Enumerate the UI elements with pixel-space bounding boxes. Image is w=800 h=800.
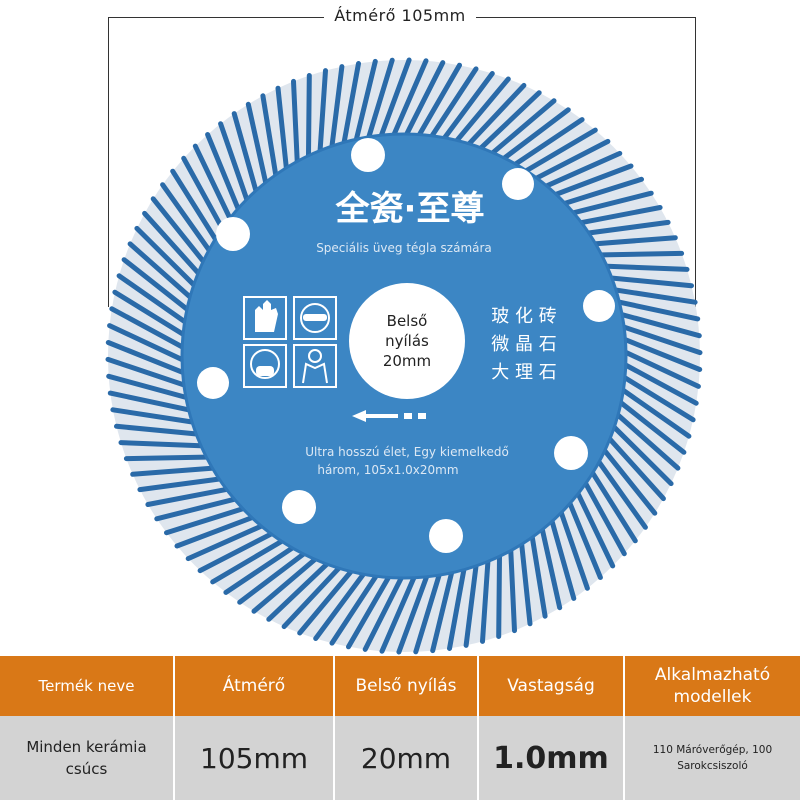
- value-thickness: 1.0mm: [477, 716, 624, 800]
- header-diameter: Átmérő: [173, 656, 334, 716]
- cooling-hole: [216, 217, 250, 251]
- cooling-hole: [583, 290, 615, 322]
- blade-bottom-text-line: három, 105x1.0x20mm: [317, 463, 458, 477]
- mask-icon: [243, 344, 287, 388]
- gloves-icon: [243, 296, 287, 340]
- spec-table-value-row: Minden kerámia csúcs 105mm 20mm 1.0mm 11…: [0, 716, 800, 800]
- goggles-icon-lens: [303, 314, 327, 321]
- goggles-icon-head: [300, 303, 330, 333]
- cooling-hole: [502, 168, 534, 200]
- value-product-name: Minden kerámia csúcs: [0, 716, 174, 800]
- header-thickness: Vastagság: [477, 656, 624, 716]
- center-bore-label-line: nyílás: [385, 332, 429, 350]
- cooling-holes: [197, 138, 615, 553]
- header-inner-bore: Belső nyílás: [333, 656, 478, 716]
- header-product-name: Termék neve: [0, 656, 174, 716]
- mask-icon-mask: [256, 366, 274, 376]
- cooling-hole: [351, 138, 385, 172]
- dimension-line-left: [108, 17, 109, 307]
- center-bore-label-line: 20mm: [383, 352, 431, 370]
- mask-icon-head: [250, 349, 280, 379]
- spec-table: Termék neve Átmérő Belső nyílás Vastagsá…: [0, 656, 800, 800]
- material-label: 大 理 石: [491, 362, 556, 383]
- blade-image: 全瓷·至尊 Speciális üveg tégla számára Belső…: [105, 57, 703, 655]
- material-label: 玻 化 砖: [491, 306, 556, 327]
- cooling-hole: [282, 490, 316, 524]
- material-label: 微 晶 石: [491, 334, 556, 355]
- protective-suit-icon-body: [302, 362, 328, 384]
- protective-suit-icon: [293, 344, 337, 388]
- value-diameter: 105mm: [173, 716, 334, 800]
- dimension-label: Átmérő 105mm: [0, 6, 800, 25]
- dimension-line-right: [695, 17, 696, 307]
- cooling-hole: [554, 436, 588, 470]
- cooling-hole: [429, 519, 463, 553]
- safety-icons: [243, 296, 337, 388]
- protective-suit-icon-head: [308, 349, 322, 363]
- blade-brand-text: 全瓷·至尊: [335, 189, 485, 229]
- spec-table-header-row: Termék neve Átmérő Belső nyílás Vastagsá…: [0, 656, 800, 716]
- value-compatible-models: 110 Máróverőgép, 100 Sarokcsiszoló: [623, 716, 800, 800]
- center-bore-label-line: Belső: [387, 312, 428, 330]
- value-inner-bore: 20mm: [333, 716, 478, 800]
- header-compatible-models: Alkalmazható modellek: [623, 656, 800, 716]
- blade-body-rim: [180, 132, 628, 580]
- center-bore: [349, 283, 465, 399]
- blade-subtitle: Speciális üveg tégla számára: [316, 241, 492, 255]
- cooling-hole: [197, 367, 229, 399]
- gloves-icon-shape: [255, 300, 278, 332]
- goggles-icon: [293, 296, 337, 340]
- rotation-arrow-icon: [352, 410, 426, 422]
- blade-bottom-text-line: Ultra hosszú élet, Egy kiemelkedő: [305, 445, 509, 459]
